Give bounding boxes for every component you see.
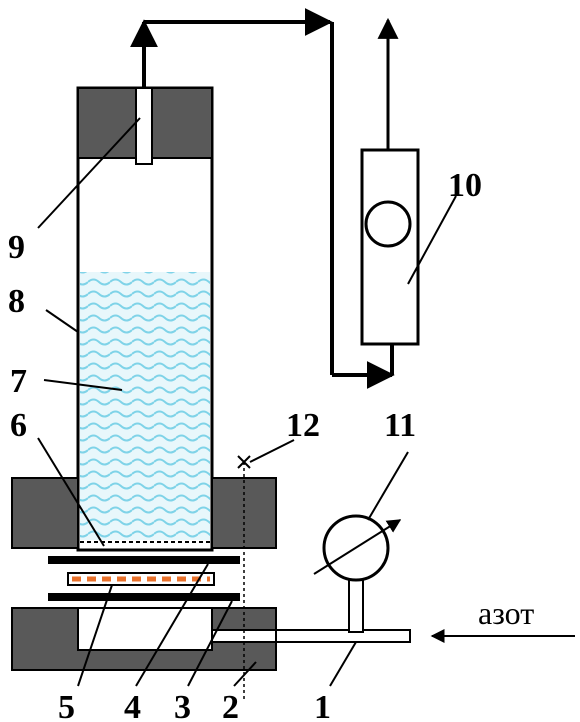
label-4: 4 (124, 689, 141, 722)
flange-left (11, 477, 79, 549)
label-7: 7 (10, 363, 27, 400)
upper-plate (48, 556, 240, 564)
label-6: 6 (10, 407, 27, 444)
leader-7 (43, 379, 123, 391)
label-3: 3 (174, 689, 191, 722)
rotameter-float (364, 200, 412, 248)
leader-5 (77, 584, 113, 687)
leader-6 (37, 437, 105, 547)
leader-9 (37, 117, 141, 229)
label-9: 9 (8, 229, 25, 266)
label-8: 8 (8, 283, 25, 320)
leader-10 (407, 195, 457, 285)
manometer-needle (313, 519, 402, 575)
label-2: 2 (222, 689, 239, 722)
leader-11 (367, 451, 409, 521)
label-5: 5 (58, 689, 75, 722)
label-1: 1 (314, 689, 331, 722)
leader-3 (187, 600, 233, 687)
label-10: 10 (448, 167, 482, 204)
leader-8 (45, 309, 79, 333)
label-11: 11 (384, 407, 416, 444)
reference-mark (237, 455, 251, 469)
outlet-tube (135, 87, 153, 165)
nitrogen-label: азот (478, 595, 534, 631)
leader-12 (249, 439, 295, 463)
leader-2 (233, 661, 257, 687)
label-12: 12 (286, 407, 320, 444)
leader-4 (135, 563, 209, 687)
gas-chamber (77, 607, 213, 651)
inlet-pipe (275, 629, 411, 643)
manometer-stem (348, 575, 364, 633)
liquid-fill (80, 272, 210, 540)
leader-1 (329, 641, 357, 687)
lower-plate (48, 593, 240, 601)
